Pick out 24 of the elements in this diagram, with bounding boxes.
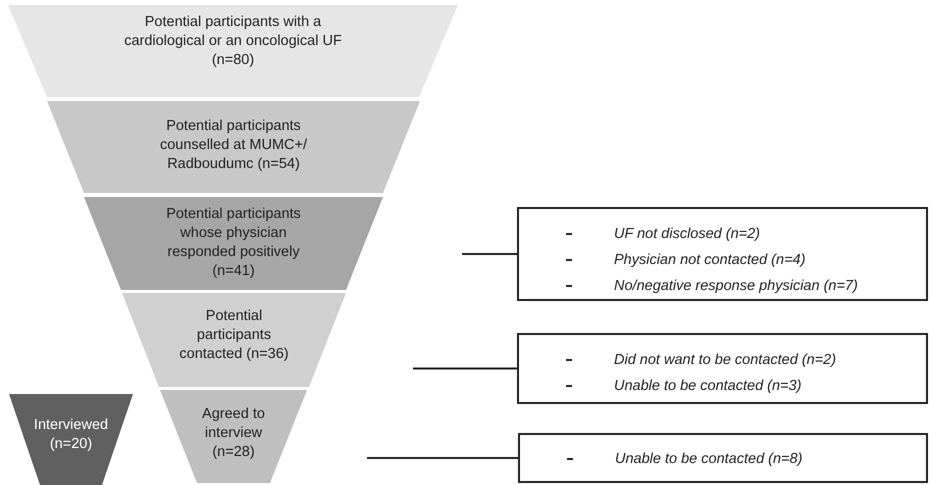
- segment-label: Agreed to interview (n=28): [201, 405, 266, 462]
- segment-label: Potential participants whose physician responded positively (n=41): [165, 205, 302, 281]
- funnel-segment: [9, 394, 133, 485]
- exclusion-reason: Unable to be contacted (n=3): [614, 377, 802, 396]
- exclusion-reason: Physician not contacted (n=4): [614, 251, 806, 270]
- segment-label: Potential participants counselled at MUMC+/ Radboudumc (n=54): [158, 117, 308, 174]
- exclusion-reason: Unable to be contacted (n=8): [615, 450, 802, 469]
- segment-label: Potential participants contacted (n=36): [178, 307, 290, 364]
- connector-line: [413, 368, 517, 370]
- funnel-segment: [84, 197, 383, 290]
- funnel-segment: [160, 390, 307, 483]
- connector-line: [462, 253, 517, 255]
- exclusion-reason: No/negative response physician (n=7): [614, 277, 858, 296]
- segment-label: Interviewed (n=20): [32, 416, 110, 454]
- segment-label: Potential participants with a cardiological or an oncological UF (n=80): [123, 13, 343, 70]
- exclusion-box: [518, 433, 928, 483]
- exclusion-box: [517, 333, 928, 404]
- exclusion-reason: UF not disclosed (n=2): [614, 225, 760, 244]
- funnel-segment: [122, 293, 346, 387]
- funnel-segment: [8, 5, 458, 97]
- exclusion-box: [517, 207, 928, 301]
- funnel-segment: [47, 101, 420, 193]
- exclusion-reason: Did not want to be contacted (n=2): [614, 351, 836, 370]
- connector-line: [367, 457, 518, 459]
